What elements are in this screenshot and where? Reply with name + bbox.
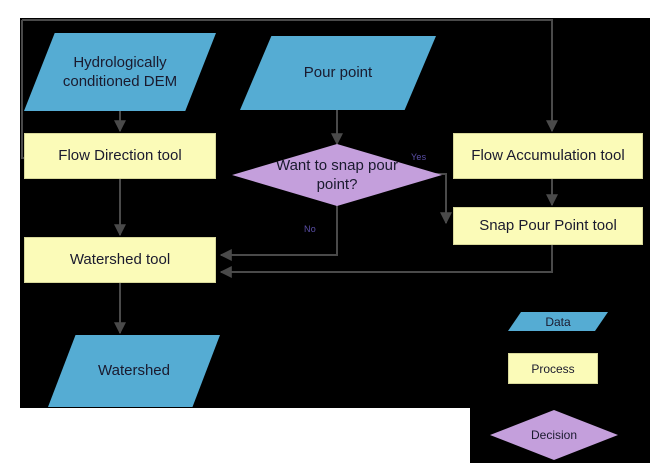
node-flow-direction-tool[interactable]: Flow Direction tool [24, 133, 216, 179]
node-hydrologically-conditioned-dem[interactable]: Hydrologically conditioned DEM [24, 33, 216, 111]
legend-label: Decision [530, 428, 578, 442]
node-flow-accumulation-tool[interactable]: Flow Accumulation tool [453, 133, 643, 179]
node-watershed-tool[interactable]: Watershed tool [24, 237, 216, 283]
edge-decision-no-to-watershed-tool [219, 204, 338, 261]
node-watershed[interactable]: Watershed [48, 335, 220, 407]
node-label: Want to snap pour point? [275, 156, 398, 193]
edge-decision-yes-to-snap-pour-point [433, 173, 452, 225]
legend-item-process: Process [508, 353, 598, 384]
node-label: Snap Pour Point tool [479, 217, 617, 235]
node-snap-pour-point-tool[interactable]: Snap Pour Point tool [453, 207, 643, 245]
legend-label: Data [545, 314, 571, 329]
edge-label-no: No [304, 224, 316, 234]
node-label: Flow Accumulation tool [471, 147, 625, 165]
node-label: Hydrologically conditioned DEM [62, 53, 178, 90]
node-label: Pour point [303, 64, 373, 82]
node-label: Flow Direction tool [58, 147, 182, 165]
node-label: Watershed tool [69, 251, 171, 269]
edge-label-yes: Yes [411, 152, 427, 162]
edge-snap-pour-point-to-watershed-tool [219, 245, 553, 278]
edge-dem-to-flow-accumulation [22, 19, 558, 133]
node-pour-point[interactable]: Pour point [240, 36, 436, 110]
legend-label: Process [531, 361, 575, 376]
legend-item-data: Data [508, 312, 608, 331]
node-label: Watershed [98, 362, 170, 380]
